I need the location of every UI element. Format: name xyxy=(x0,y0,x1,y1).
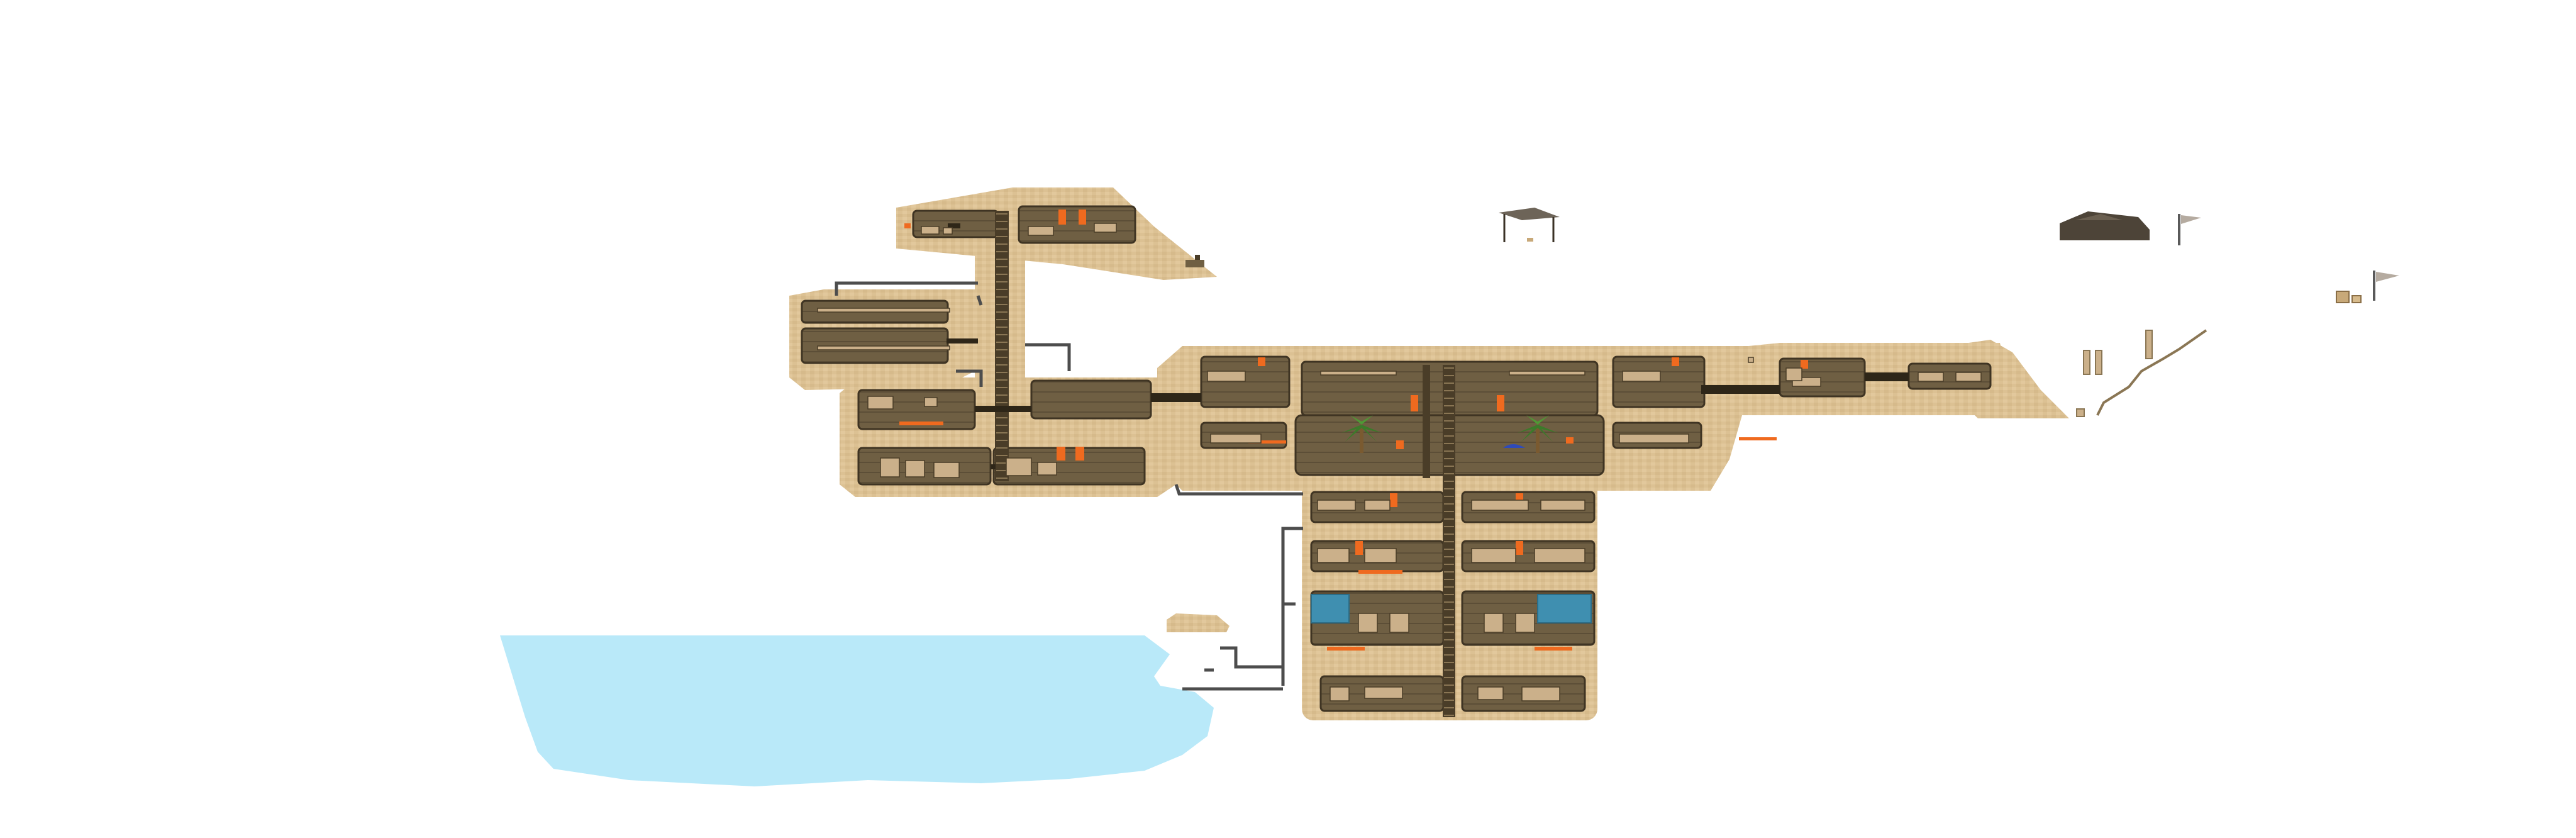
crate-icon xyxy=(1471,548,1516,563)
crate-icon xyxy=(817,308,950,313)
crate-icon xyxy=(817,345,950,350)
crate-icon xyxy=(1622,371,1661,382)
room-main-right xyxy=(1612,355,1706,408)
crate-icon xyxy=(1330,686,1350,701)
ramp xyxy=(2096,329,2207,416)
door-panel xyxy=(1057,447,1065,461)
orange-panels xyxy=(899,210,1808,651)
crate-icon xyxy=(2336,291,2362,303)
pool-icon xyxy=(1537,594,1592,623)
room-upper-right xyxy=(1018,205,1136,244)
room-lower-left-mid xyxy=(1030,379,1152,420)
door-panel xyxy=(1058,210,1066,225)
pipes xyxy=(835,281,1303,691)
door-panel xyxy=(1801,360,1808,369)
door-panel xyxy=(1672,357,1679,366)
water-body xyxy=(500,635,1214,786)
door-panel xyxy=(904,223,911,228)
crate-icon xyxy=(1534,548,1585,563)
crate-icon xyxy=(1509,371,1585,376)
palm-tree-icon xyxy=(1341,415,1382,453)
crate-icon xyxy=(924,397,938,407)
crate-icon xyxy=(905,460,925,478)
islet-hull xyxy=(1167,613,1230,632)
crate-icon xyxy=(1521,686,1560,701)
shaft-center-b xyxy=(1423,365,1430,478)
room-main-left xyxy=(1200,355,1291,408)
door-panel xyxy=(899,422,943,425)
crate-icon xyxy=(1364,500,1391,511)
ruins xyxy=(2076,330,2153,417)
crate-icon xyxy=(1207,371,1246,382)
door-panel xyxy=(1258,357,1265,366)
door-panel xyxy=(1355,541,1363,555)
crate-icon xyxy=(933,462,960,478)
shaft-rungs xyxy=(996,213,1454,716)
palm-tree-icon xyxy=(1518,415,1558,453)
pool-icon xyxy=(1311,594,1350,623)
door-panel xyxy=(1516,541,1523,555)
shaft-left xyxy=(995,211,1009,481)
canopy-icon xyxy=(1503,444,1525,448)
door-panel xyxy=(1739,437,1777,440)
furniture xyxy=(817,223,1982,701)
crate-icon xyxy=(1320,371,1397,376)
flag-icon xyxy=(2373,271,2399,301)
crate-icon xyxy=(1037,462,1057,476)
door-panel xyxy=(1358,570,1402,574)
crate-icon xyxy=(1540,500,1585,511)
tent-icon xyxy=(1499,208,1560,242)
door-panel xyxy=(1248,440,1286,444)
door-panel xyxy=(1497,395,1504,411)
crate-icon xyxy=(1389,613,1409,633)
crate-icon xyxy=(1364,686,1403,699)
crate-icon xyxy=(1785,367,1802,381)
crate-icon xyxy=(1006,457,1032,476)
crate-icon xyxy=(1317,548,1350,563)
door-panel xyxy=(1566,437,1574,444)
crate-icon xyxy=(1028,226,1054,236)
flag-icon xyxy=(2178,214,2201,245)
crate-icon xyxy=(1484,613,1504,633)
crate-icon xyxy=(943,227,953,235)
crate-icon xyxy=(1210,433,1262,444)
crate-icon xyxy=(921,226,940,235)
crate-icon xyxy=(1955,372,1982,382)
crate-icon xyxy=(1364,548,1397,563)
crate-icon xyxy=(1094,223,1117,233)
crate-icon xyxy=(1515,613,1535,633)
pools xyxy=(1311,594,1592,623)
corridors xyxy=(947,223,1909,469)
crate-icon xyxy=(1748,357,1754,363)
crate-icon xyxy=(1619,433,1689,444)
crate-icon xyxy=(880,457,900,478)
door-panel xyxy=(1390,493,1397,507)
right-wing-hull xyxy=(1968,340,2069,418)
crate-icon xyxy=(1317,500,1356,511)
crate-icon xyxy=(1358,613,1378,633)
door-panel xyxy=(1327,647,1365,651)
tent-icon xyxy=(2060,211,2150,240)
door-panel xyxy=(1535,647,1572,651)
door-panel xyxy=(1079,210,1086,225)
stub-structure xyxy=(1185,255,1204,267)
crate-icon xyxy=(1477,686,1504,700)
door-panel xyxy=(1396,440,1404,449)
door-panel xyxy=(1411,395,1418,411)
door-panel xyxy=(1075,447,1084,461)
crate-icon xyxy=(867,396,894,410)
crate-icon xyxy=(1918,372,1944,382)
crate-icon xyxy=(1471,500,1529,511)
